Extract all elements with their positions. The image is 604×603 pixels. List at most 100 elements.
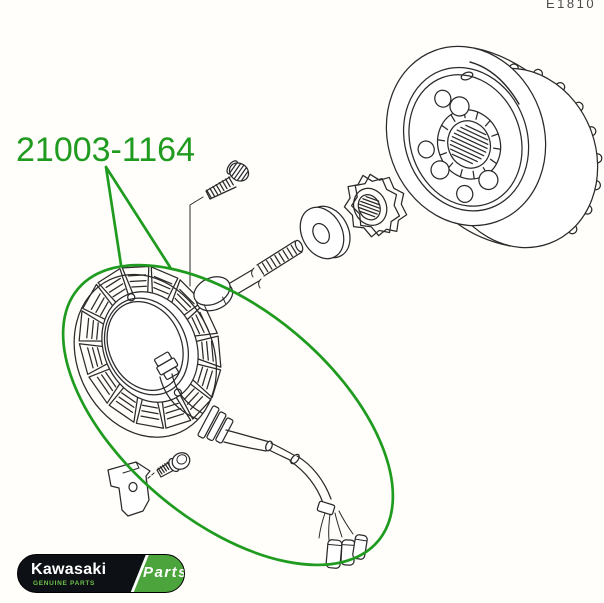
illustration-line	[221, 180, 228, 190]
illustration-line	[101, 374, 114, 392]
illustration-line	[195, 314, 205, 333]
callout-leader-lines	[104, 165, 172, 269]
wire-sleeve-1	[223, 429, 271, 452]
illustration-line	[224, 178, 231, 188]
illustration-line	[153, 287, 169, 295]
small-bolt-leader-line	[189, 196, 204, 287]
bolt-break-marks	[251, 267, 262, 289]
illustration-line	[440, 124, 449, 131]
illustration-line	[201, 341, 204, 360]
illustration-line	[229, 162, 238, 174]
illustration-line	[191, 317, 201, 335]
illustration-line	[91, 347, 99, 367]
clutch-roller	[478, 169, 499, 191]
illustration-line	[489, 158, 498, 165]
illustration-line	[153, 275, 173, 285]
illustration-line	[118, 396, 135, 408]
small-bolt-threads	[206, 176, 234, 199]
starter-clutch-gear	[343, 173, 408, 238]
illustration-line	[90, 293, 101, 311]
plain-washer	[299, 205, 351, 260]
illustration-line	[240, 170, 249, 182]
screw-head	[168, 452, 191, 473]
illustration-line	[358, 210, 376, 218]
illustration-line	[159, 465, 165, 474]
illustration-line	[352, 187, 388, 226]
corner-code-text: E1810	[546, 0, 596, 11]
illustration-line	[140, 415, 160, 421]
rotor-small-hole	[460, 71, 474, 81]
illustration-line	[164, 462, 170, 471]
illustration-line	[365, 195, 380, 202]
rotor-hole	[456, 184, 474, 203]
illustration-line	[450, 114, 456, 122]
illustration-line	[96, 347, 103, 366]
illustration-line	[153, 281, 171, 290]
illustration-line	[215, 183, 222, 193]
wire-band	[316, 500, 336, 516]
bolt-shank	[229, 269, 260, 295]
illustration-line	[206, 370, 214, 390]
illustration-line	[231, 163, 242, 177]
cable-clamp-bracket	[107, 461, 151, 517]
logo-tagline-text: GENUINE PARTS	[33, 580, 96, 587]
illustration-line	[131, 285, 148, 288]
illustration-line	[206, 189, 212, 199]
illustration-line	[95, 297, 105, 313]
illustration-line	[96, 322, 99, 340]
rotor-slot-face	[469, 61, 520, 105]
illustration-line	[197, 366, 204, 383]
illustration-line	[492, 147, 502, 150]
stator-hole	[173, 388, 182, 397]
rotor-drum-bottom-edge	[457, 223, 511, 247]
illustration-line	[459, 169, 463, 178]
illustration-line	[450, 139, 485, 157]
callout-ellipse	[61, 263, 395, 567]
wire-curve	[159, 373, 203, 420]
stator-wiring-harness	[153, 351, 368, 569]
illustration-line	[270, 257, 277, 268]
illustration-line	[358, 203, 380, 212]
illustration-line	[472, 170, 475, 180]
illustration-line	[161, 464, 168, 472]
wire-sleeve-2	[289, 455, 332, 504]
illustration-line	[282, 249, 289, 260]
illustration-line	[201, 368, 209, 387]
part-number-text[interactable]: 21003-1164	[16, 131, 195, 169]
illustration-line	[451, 153, 473, 165]
illustration-line	[105, 371, 117, 388]
illustration-line	[456, 129, 489, 145]
clamp-screw	[145, 452, 191, 481]
illustration-line	[179, 288, 195, 305]
illustration-line	[183, 388, 195, 401]
illustration-line	[121, 392, 136, 403]
illustration-line	[108, 283, 124, 293]
illustration-line	[484, 120, 491, 127]
illustration-line	[115, 400, 134, 414]
illustration-line	[96, 376, 110, 395]
logo-parts-text: Parts	[143, 564, 185, 581]
illustration-line	[212, 185, 219, 195]
logo-brand-text: Kawasaki	[31, 561, 107, 578]
illustration-line	[261, 262, 269, 273]
rotor-bolt	[193, 239, 304, 312]
wire-exit-clamp	[153, 351, 180, 380]
illustration-line	[257, 265, 265, 275]
illustration-line	[465, 124, 487, 136]
illustration-line	[176, 293, 192, 308]
flywheel-rotor-illustration	[385, 45, 603, 249]
rotor-hole	[434, 89, 452, 108]
wire-leads	[318, 510, 354, 541]
illustration-line	[286, 247, 294, 258]
sleeve-end	[265, 440, 273, 452]
bolt-tip	[294, 239, 304, 253]
clutch-roller	[449, 96, 470, 117]
illustration-line	[189, 396, 204, 410]
illustration-line	[451, 136, 487, 153]
illustration-line	[112, 288, 126, 298]
illustration-line	[460, 126, 489, 141]
illustration-line	[166, 413, 185, 420]
illustration-line	[127, 274, 147, 277]
rotor-front-face	[385, 45, 547, 227]
